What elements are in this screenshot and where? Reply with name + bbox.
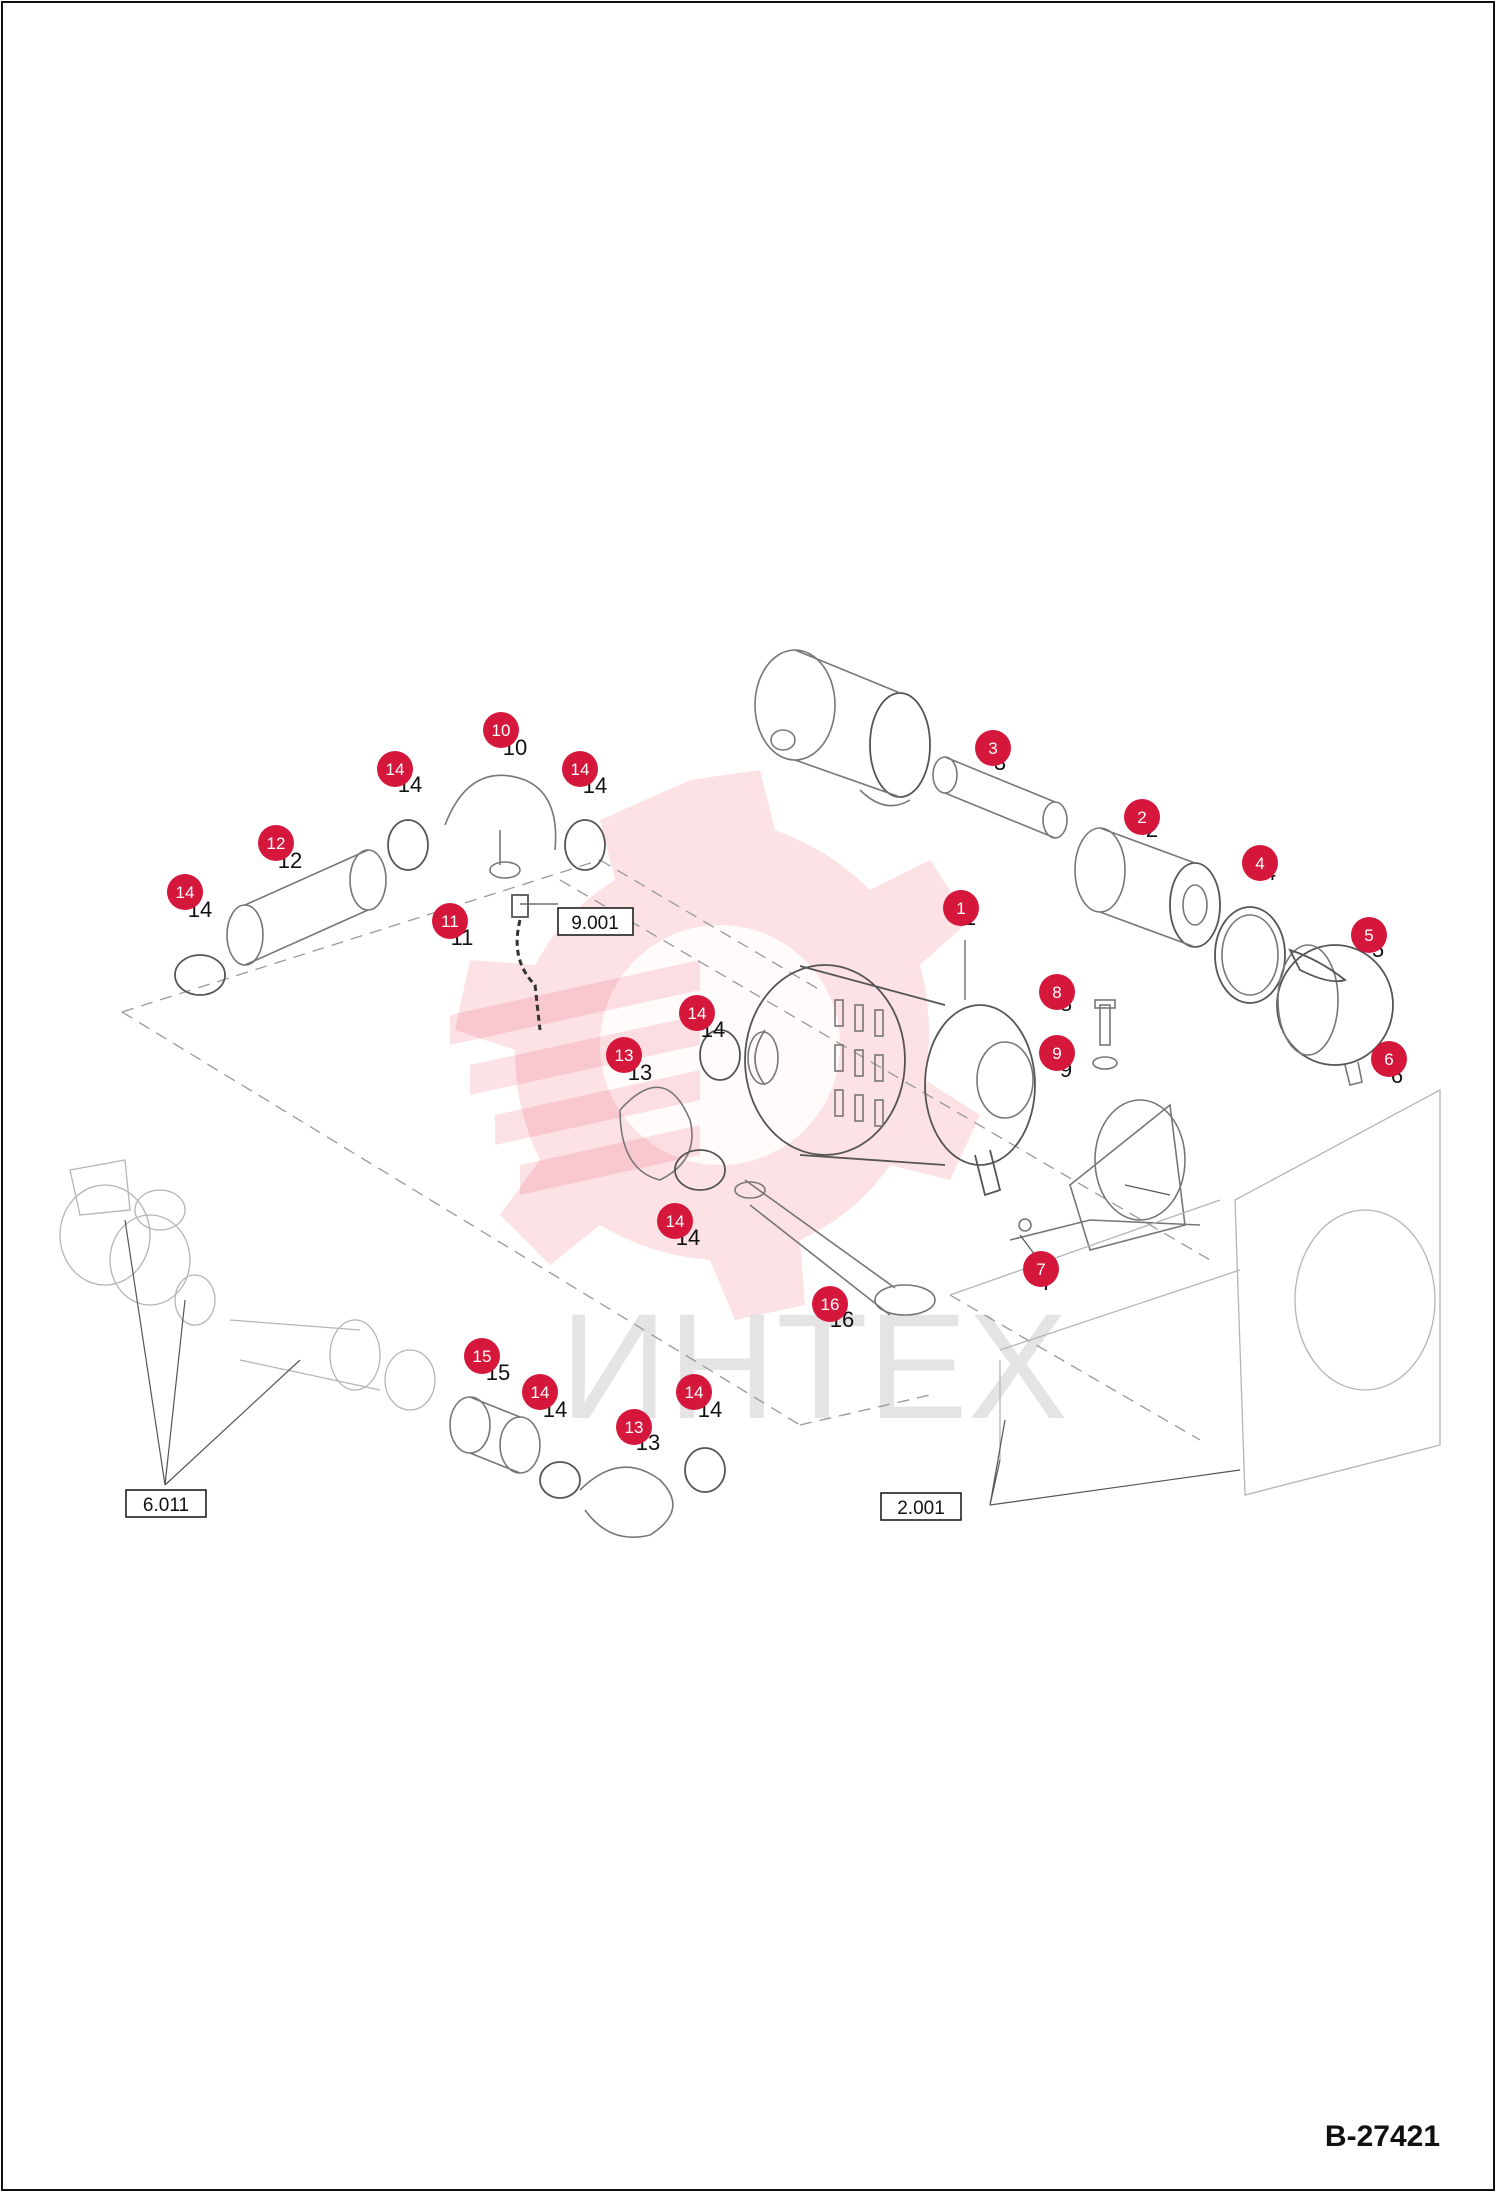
callout-8: 8 <box>1039 974 1075 1010</box>
svg-text:2: 2 <box>1137 808 1146 827</box>
hose-clamps-upper <box>174 819 606 996</box>
svg-text:7: 7 <box>1036 1260 1045 1279</box>
svg-text:14: 14 <box>685 1383 704 1402</box>
callout-14a: 14 <box>167 874 203 910</box>
callout-14b: 14 <box>377 751 413 787</box>
svg-text:10: 10 <box>492 721 511 740</box>
callout-3: 3 <box>975 730 1011 766</box>
svg-text:3: 3 <box>988 739 997 758</box>
callout-7: 7 <box>1023 1251 1059 1287</box>
reference-6011: 6.011 <box>125 1489 207 1518</box>
svg-text:4: 4 <box>1255 854 1264 873</box>
callout-14f: 14 <box>522 1374 558 1410</box>
reference-2001: 2.001 <box>880 1492 962 1521</box>
callout-5: 5 <box>1351 917 1387 953</box>
callout-14e: 14 <box>657 1203 693 1239</box>
seal-ring <box>1214 906 1286 1004</box>
svg-text:16: 16 <box>821 1295 840 1314</box>
machine-frame-plate <box>949 1088 1441 1496</box>
callout-10: 10 <box>483 712 519 748</box>
svg-text:1: 1 <box>956 899 965 918</box>
housing-slots <box>834 999 884 1127</box>
safety-filter-element <box>932 756 1068 839</box>
callout-4: 4 <box>1242 845 1278 881</box>
svg-text:14: 14 <box>386 760 405 779</box>
svg-text:12: 12 <box>267 834 286 853</box>
air-filter-housing <box>744 964 1036 1197</box>
svg-text:9: 9 <box>1052 1044 1061 1063</box>
svg-text:8: 8 <box>1052 983 1061 1002</box>
svg-text:13: 13 <box>625 1418 644 1437</box>
svg-text:14: 14 <box>571 760 590 779</box>
callout-14d: 14 <box>679 995 715 1031</box>
callout-12: 12 <box>258 825 294 861</box>
leader-lines <box>124 903 1241 1506</box>
document-number: B-27421 <box>1324 2120 1440 2153</box>
callout-15: 15 <box>464 1338 500 1374</box>
mounting-bracket <box>1009 1099 1201 1251</box>
assembly-axis-lines <box>121 859 1211 1441</box>
callout-markers: 1 2 3 4 5 6 7 8 9 10 11 12 13 13 14 14 1… <box>167 712 1407 1445</box>
reference-9001: 9.001 <box>557 907 634 936</box>
callout-13b: 13 <box>616 1409 652 1445</box>
intake-elbow-mid <box>619 1029 936 1316</box>
callout-16: 16 <box>812 1286 848 1322</box>
turbocharger-ghost <box>59 1159 436 1411</box>
svg-text:6: 6 <box>1384 1050 1393 1069</box>
svg-text:5: 5 <box>1364 926 1373 945</box>
watermark-gear-logo <box>450 770 980 1320</box>
svg-text:14: 14 <box>688 1004 707 1023</box>
vacuum-indicator <box>511 894 542 1031</box>
callout-14c: 14 <box>562 751 598 787</box>
svg-text:14: 14 <box>531 1383 550 1402</box>
svg-text:11: 11 <box>441 912 459 931</box>
main-filter-element <box>1074 827 1221 948</box>
svg-text:9.001: 9.001 <box>571 913 619 934</box>
callout-14g: 14 <box>676 1374 712 1410</box>
filter-cover <box>1276 944 1394 1086</box>
bolt-and-washer <box>1092 999 1118 1070</box>
callout-9: 9 <box>1039 1035 1075 1071</box>
svg-text:6.011: 6.011 <box>143 1495 189 1516</box>
callout-1: 1 <box>943 890 979 926</box>
pre-cleaner-housing <box>754 649 931 807</box>
svg-text:13: 13 <box>615 1046 634 1065</box>
callout-13a: 13 <box>606 1037 642 1073</box>
intake-tube <box>226 849 387 966</box>
svg-text:14: 14 <box>666 1212 685 1231</box>
svg-text:15: 15 <box>473 1347 492 1366</box>
svg-text:14: 14 <box>176 883 195 902</box>
svg-text:2.001: 2.001 <box>897 1498 945 1519</box>
callout-2: 2 <box>1124 799 1160 835</box>
elbow-hose <box>444 774 557 879</box>
callout-11: 11 <box>432 903 468 939</box>
lower-hose-set <box>449 1396 726 1539</box>
callout-6: 6 <box>1371 1041 1407 1077</box>
